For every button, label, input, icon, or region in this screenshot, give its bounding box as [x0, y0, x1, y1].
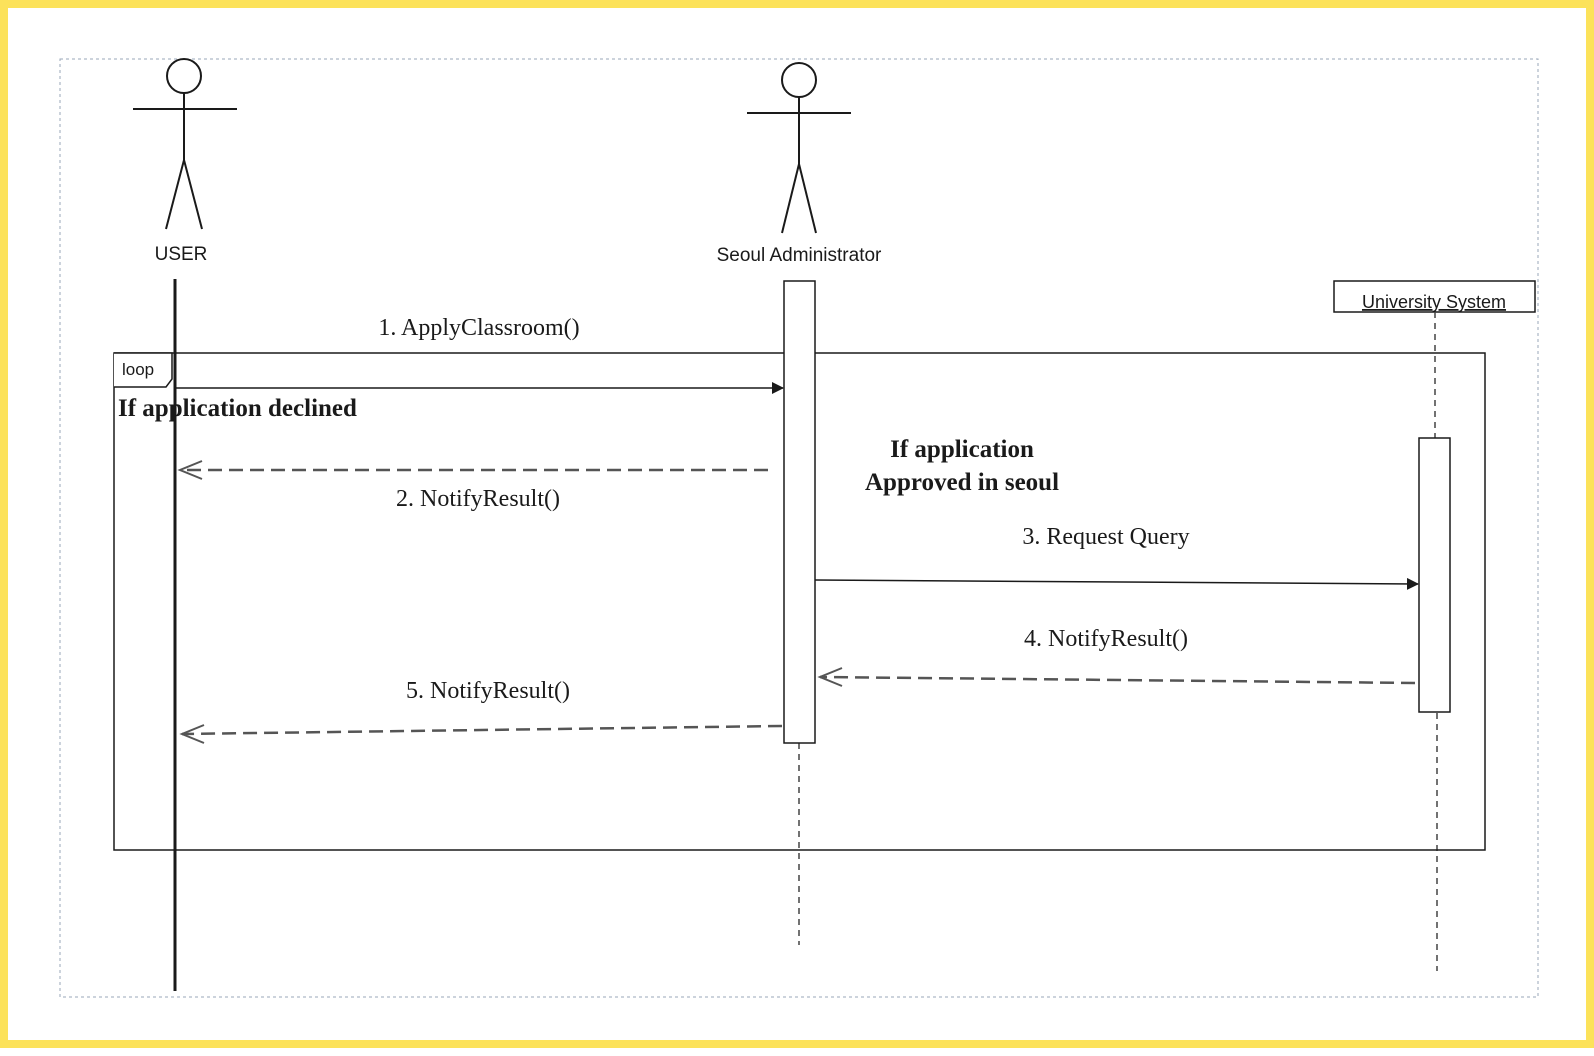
message-5-arrow	[181, 724, 783, 736]
message-5-label: 5. NotifyResult()	[406, 678, 570, 704]
participant-admin-label: Seoul Administrator	[717, 245, 882, 266]
loop-operator-tab	[114, 352, 173, 388]
message-3-arrow	[814, 577, 1419, 590]
message-5-arrowhead	[179, 724, 205, 744]
admin-actor-icon	[747, 62, 851, 234]
guard-declined-label: If application declined	[118, 395, 357, 422]
system-activation-bar	[1418, 437, 1451, 713]
message-2-label: 2. NotifyResult()	[396, 486, 560, 512]
participant-user-label: USER	[155, 244, 208, 265]
system-boundary	[59, 58, 1539, 998]
message-3-label: 3. Request Query	[1022, 524, 1189, 550]
sequence-diagram: USER Seoul Administrator University Syst…	[59, 58, 1539, 998]
guard-approved-line2: Approved in seoul	[865, 469, 1059, 496]
participant-system-label: University System	[1362, 292, 1506, 312]
message-4-arrow	[819, 675, 1416, 685]
loop-operator-label: loop	[122, 360, 154, 379]
message-2-arrowhead	[177, 460, 203, 480]
guard-approved-line1: If application	[890, 436, 1034, 463]
admin-activation-bar	[783, 280, 816, 744]
user-actor-icon	[133, 58, 237, 230]
message-4-arrowhead	[817, 667, 843, 687]
message-4-label: 4. NotifyResult()	[1024, 626, 1188, 652]
participant-system-box	[1333, 280, 1536, 313]
message-1-label: 1. ApplyClassroom()	[378, 315, 579, 341]
